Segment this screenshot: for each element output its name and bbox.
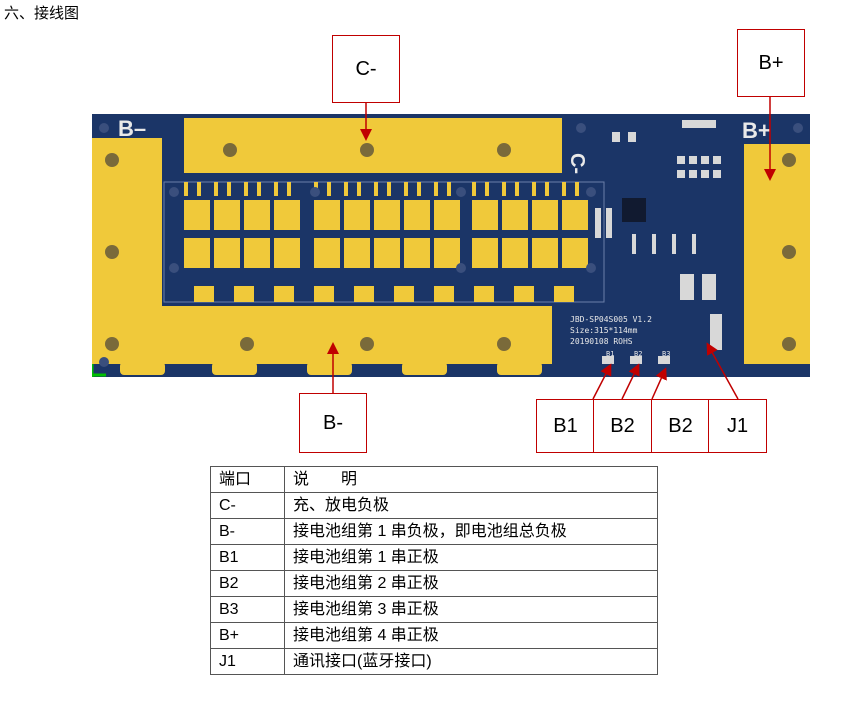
silk-b-minus: B– — [118, 116, 147, 141]
table-row: B3 接电池组第 3 串正极 — [210, 596, 658, 623]
silk-b2: B2 — [634, 350, 643, 358]
callout-c-minus: C- — [332, 35, 400, 103]
header-description: 说 明 — [284, 466, 658, 493]
silk-date: 20190108 ROHS — [570, 337, 633, 346]
table-row: B1 接电池组第 1 串正极 — [210, 544, 658, 571]
silk-b-plus: B+ — [742, 118, 771, 143]
callout-b2-first: B2 — [593, 399, 652, 453]
table-row: B- 接电池组第 1 串负极，即电池组总负极 — [210, 518, 658, 545]
port-cell: B+ — [210, 622, 285, 649]
port-cell: C- — [210, 492, 285, 519]
pin-description-table: 端口 说 明 C- 充、放电负极 B- 接电池组第 1 串负极，即电池组总负极 … — [210, 466, 658, 675]
callout-b-minus: B- — [299, 393, 367, 453]
description-cell: 接电池组第 1 串负极，即电池组总负极 — [284, 518, 658, 545]
section-heading: 六、接线图 — [4, 4, 80, 22]
port-cell: B1 — [210, 544, 285, 571]
port-cell: B- — [210, 518, 285, 545]
description-cell: 通讯接口(蓝牙接口) — [284, 648, 658, 675]
port-cell: B3 — [210, 596, 285, 623]
description-cell: 接电池组第 1 串正极 — [284, 544, 658, 571]
table-header-row: 端口 说 明 — [210, 466, 658, 493]
callout-b1: B1 — [536, 399, 595, 453]
table-row: J1 通讯接口(蓝牙接口) — [210, 648, 658, 675]
silk-size: Size:315*114mm — [570, 326, 638, 335]
description-cell: 接电池组第 2 串正极 — [284, 570, 658, 597]
port-cell: B2 — [210, 570, 285, 597]
silk-b1: B1 — [606, 350, 615, 358]
description-cell: 充、放电负极 — [284, 492, 658, 519]
table-row: B2 接电池组第 2 串正极 — [210, 570, 658, 597]
silk-b3: B3 — [662, 350, 671, 358]
table-row: B+ 接电池组第 4 串正极 — [210, 622, 658, 649]
description-cell: 接电池组第 4 串正极 — [284, 622, 658, 649]
header-port: 端口 — [210, 466, 285, 493]
port-cell: J1 — [210, 648, 285, 675]
callout-b2-second: B2 — [651, 399, 710, 453]
pcb-board-image: B– B+ C- JBD-SP04S005 V1.2 Size:315*114m… — [92, 114, 810, 377]
callout-j1: J1 — [708, 399, 767, 453]
table-row: C- 充、放电负极 — [210, 492, 658, 519]
silk-c-minus: C- — [566, 152, 589, 175]
callout-b-plus: B+ — [737, 29, 805, 97]
silk-model: JBD-SP04S005 V1.2 — [570, 315, 652, 324]
pcb-board-drawing — [92, 114, 810, 377]
description-cell: 接电池组第 3 串正极 — [284, 596, 658, 623]
